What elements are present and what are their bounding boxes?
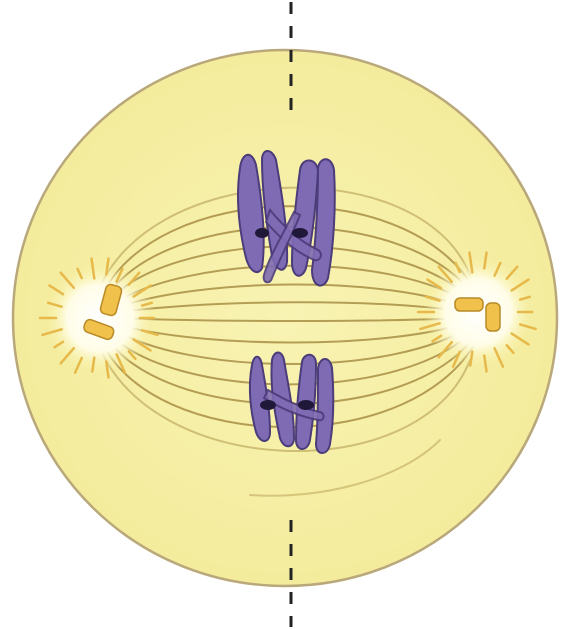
- centriole: [455, 298, 483, 311]
- chromatid: [316, 359, 333, 453]
- aster-glow: [45, 263, 155, 373]
- centromere: [260, 400, 276, 410]
- centromere: [255, 228, 269, 238]
- aster-glow: [423, 257, 533, 367]
- centriole: [486, 303, 500, 331]
- centromere: [298, 400, 314, 410]
- centromere: [292, 228, 308, 238]
